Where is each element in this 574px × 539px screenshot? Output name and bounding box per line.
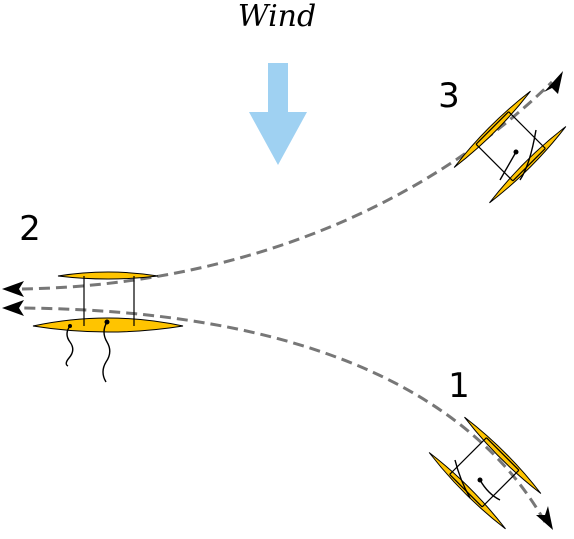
path-from-position-1: [19, 306, 547, 523]
wind-label: Wind: [238, 0, 316, 34]
arrowhead-left-upper: [2, 281, 24, 297]
arrowhead-top-right: [544, 71, 563, 94]
boat-position-1: [426, 414, 544, 532]
position-label-1: 1: [448, 366, 470, 406]
boat-position-2: [32, 271, 184, 383]
position-label-3: 3: [438, 76, 460, 116]
arrowhead-bottom-right: [536, 506, 553, 530]
wind-arrow: [249, 63, 307, 165]
boat-position-3: [451, 88, 569, 206]
position-label-2: 2: [19, 209, 41, 249]
arrowhead-left-lower: [2, 300, 24, 316]
